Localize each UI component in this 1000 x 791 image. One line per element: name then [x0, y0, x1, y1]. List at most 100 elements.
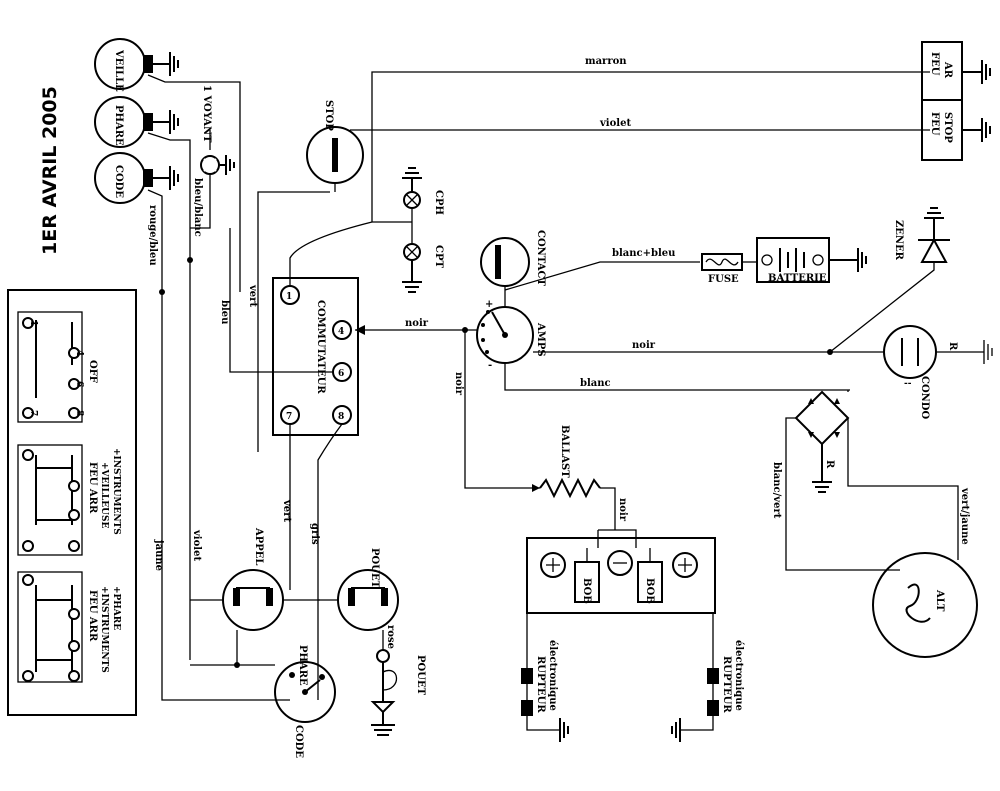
- lamp-phare: PHARE: [94, 96, 179, 148]
- ignition-contact: CONTACT: [480, 230, 546, 287]
- svg-text:vert/jaune: vert/jaune: [959, 487, 970, 545]
- svg-text:bleu/blanc: bleu/blanc: [192, 178, 203, 237]
- svg-text:marron: marron: [585, 56, 627, 67]
- svg-text:noir: noir: [632, 340, 656, 351]
- svg-text:CODE: CODE: [113, 165, 124, 198]
- svg-text:blanc+bleu: blanc+bleu: [612, 248, 675, 259]
- horn: POUET: [370, 649, 426, 736]
- svg-text:+INSTRUMENTS: +INSTRUMENTS: [99, 586, 109, 673]
- alternator: ALT: [872, 552, 978, 658]
- svg-text:POUET: POUET: [415, 655, 426, 696]
- svg-text:AR: AR: [942, 61, 953, 79]
- legend-panel-veilleuse: FEU ARR +VEILLEUSE +INSTRUMENTS: [17, 444, 121, 556]
- legend-off-title: OFF: [87, 360, 98, 383]
- svg-text:1 VOYANT: 1 VOYANT: [201, 85, 212, 143]
- ignition-coils: BOB BOB: [526, 537, 716, 614]
- svg-text:FUSE: FUSE: [708, 274, 739, 285]
- svg-text:8: 8: [74, 410, 84, 416]
- svg-text:violet: violet: [191, 529, 202, 561]
- svg-text:4: 4: [338, 327, 344, 337]
- diagram-title: 1ER AVRIL 2005: [39, 86, 61, 255]
- svg-text:électronique: électronique: [547, 640, 558, 711]
- svg-text:FEU ARR: FEU ARR: [87, 590, 98, 642]
- phare-code-switch: PHARE CODE: [274, 645, 336, 758]
- appel-switch: APPEL: [222, 527, 284, 631]
- svg-text:R: R: [824, 460, 835, 469]
- legend-box: [7, 289, 137, 716]
- svg-text:BOB: BOB: [644, 578, 655, 604]
- svg-text:6: 6: [338, 369, 344, 379]
- commutateur: 1 4 6 7 8 COMMUTATEUR: [272, 277, 359, 436]
- svg-text:rouge/bleu: rouge/bleu: [147, 205, 158, 266]
- condensateur: -- CONDO: [883, 325, 937, 419]
- svg-text:RUPTEUR: RUPTEUR: [721, 656, 732, 713]
- svg-text:8: 8: [338, 412, 344, 422]
- svg-text:électronique: électronique: [733, 640, 744, 711]
- svg-text:violet: violet: [599, 118, 631, 129]
- legend-panel-off: 1 4 6 7 8 OFF: [17, 311, 98, 423]
- lamp-cpt: CPT: [402, 243, 444, 293]
- svg-text:FEU ARR: FEU ARR: [87, 462, 98, 514]
- svg-text:1: 1: [286, 292, 292, 302]
- ballast-resistor: BALLAST: [532, 425, 601, 499]
- lamp-veille: VEILLE: [94, 38, 179, 92]
- svg-text:FEU: FEU: [929, 112, 940, 136]
- svg-text:vert: vert: [281, 499, 292, 522]
- svg-text:6: 6: [74, 381, 84, 387]
- svg-text:vert: vert: [247, 284, 258, 307]
- svg-text:ALT: ALT: [934, 589, 945, 612]
- svg-text:-: -: [488, 360, 492, 371]
- svg-text:STOP: STOP: [942, 112, 953, 143]
- svg-text:CONTACT: CONTACT: [535, 230, 546, 286]
- stop-switch: STOP: [306, 100, 364, 184]
- svg-text:+: +: [485, 299, 493, 310]
- svg-text:BOB: BOB: [581, 578, 592, 604]
- svg-text:blanc: blanc: [580, 378, 611, 389]
- svg-text:PHARE: PHARE: [113, 105, 124, 146]
- indicator-voyant: 1 VOYANT: [200, 85, 235, 175]
- lamp-cph: CPH: [402, 167, 444, 215]
- svg-text:CONDO: CONDO: [919, 376, 930, 419]
- svg-text:+VEILLEUSE: +VEILLEUSE: [99, 462, 109, 528]
- pouet-switch: POUET: [337, 548, 399, 631]
- lamp-code: CODE: [94, 152, 179, 204]
- fuse: FUSE: [701, 253, 743, 285]
- svg-text:COMMUTATEUR: COMMUTATEUR: [315, 300, 326, 394]
- rupteur-left: RUPTEUR électronique: [521, 613, 569, 742]
- bridge-rectifier: R: [794, 390, 850, 493]
- ammeter: + - AMPS: [476, 299, 546, 371]
- svg-text:blanc/vert: blanc/vert: [771, 462, 782, 519]
- svg-text:rose: rose: [385, 625, 396, 649]
- rupteur-right: RUPTEUR électronique: [671, 613, 744, 742]
- svg-text:noir: noir: [405, 318, 429, 329]
- svg-text:CODE: CODE: [293, 725, 304, 758]
- svg-text:4: 4: [74, 350, 84, 356]
- svg-text:gris: gris: [309, 523, 320, 545]
- svg-text:APPEL: APPEL: [253, 527, 264, 565]
- svg-text:R: R: [947, 342, 958, 351]
- battery: BATTERIE: [756, 237, 830, 284]
- svg-text:CPT: CPT: [433, 245, 444, 268]
- svg-text:noir: noir: [617, 498, 628, 522]
- svg-text:+PHARE: +PHARE: [111, 586, 121, 630]
- svg-text:CPH: CPH: [433, 190, 444, 215]
- svg-text:STOP: STOP: [323, 100, 334, 131]
- svg-text:noir: noir: [453, 372, 464, 396]
- svg-text:AMPS: AMPS: [535, 322, 546, 357]
- svg-text:bleu: bleu: [219, 300, 230, 324]
- svg-text:+INSTRUMENTS: +INSTRUMENTS: [111, 448, 121, 535]
- svg-text:PHARE: PHARE: [297, 645, 308, 686]
- svg-text:BATTERIE: BATTERIE: [768, 273, 827, 284]
- zener-diode: ZENER: [893, 207, 950, 263]
- svg-text:BALLAST: BALLAST: [559, 425, 570, 478]
- svg-text:ZENER: ZENER: [893, 220, 904, 261]
- svg-text:--: --: [904, 379, 912, 389]
- svg-text:jaune: jaune: [153, 539, 164, 571]
- svg-text:VEILLE: VEILLE: [113, 49, 124, 92]
- svg-text:FEU: FEU: [929, 52, 940, 76]
- svg-text:RUPTEUR: RUPTEUR: [535, 656, 546, 713]
- svg-text:7: 7: [28, 410, 38, 416]
- legend-panel-phare: FEU ARR +INSTRUMENTS +PHARE: [17, 571, 121, 683]
- tail-stop-lamp: FEU AR FEU STOP: [921, 41, 991, 161]
